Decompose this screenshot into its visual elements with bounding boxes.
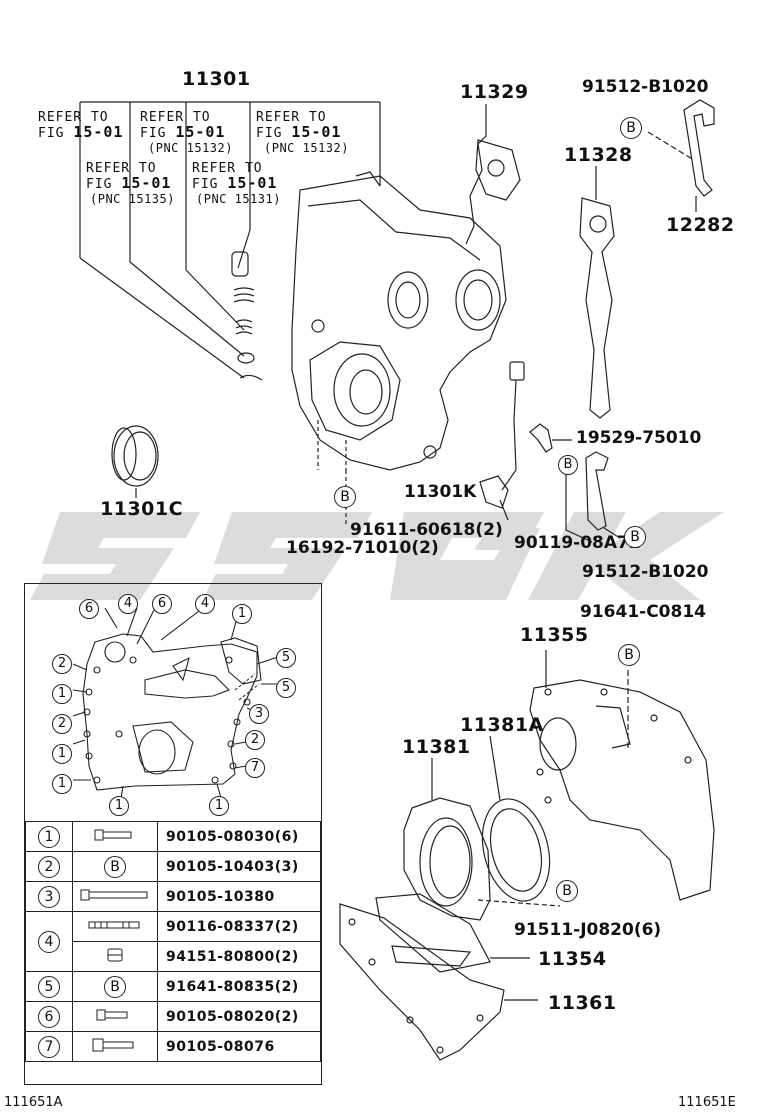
timing-cover-11301 <box>291 171 507 471</box>
part-label-91641: 91641-C0814 <box>580 602 706 622</box>
inset-marker-7: 7 <box>245 758 265 778</box>
seal-retainer-11381 <box>403 758 561 921</box>
short-bolt-icon <box>96 1009 128 1020</box>
inset-marker-1a: 1 <box>232 604 252 624</box>
oil-seal-11381a <box>481 735 551 902</box>
refer-note-5: REFER TO FIG 15-01 (PNC 15131) <box>192 161 281 206</box>
gasket-11328 <box>579 166 615 419</box>
refer-note-3: REFER TO FIG 15-01 (PNC 15132) <box>256 110 349 155</box>
table-row: 7 90105-08076 <box>25 1031 321 1062</box>
row-number: 1 <box>38 825 60 848</box>
part-number: 90116-08337(2) <box>157 911 321 942</box>
part-label-90119: 90119-08A72 <box>514 533 641 553</box>
oil-seal-11301c <box>111 425 159 498</box>
inset-marker-2a: 2 <box>52 654 72 674</box>
inset-marker-4b: 4 <box>195 594 215 614</box>
figure-code-left: 111651A <box>4 1095 63 1110</box>
inset-marker-1e: 1 <box>109 796 129 816</box>
table-row: 94151-80800(2) <box>26 941 321 972</box>
inset-marker-5b: 5 <box>276 678 296 698</box>
inset-marker-6a: 6 <box>79 599 99 619</box>
part-label-91512-top: 91512-B1020 <box>582 77 709 97</box>
inset-marker-1b: 1 <box>52 684 72 704</box>
sensor-parts <box>479 361 621 543</box>
bolt-icon <box>94 829 132 840</box>
part-label-11329: 11329 <box>460 81 529 103</box>
inset-marker-5a: 5 <box>276 648 296 668</box>
bolt-location-inset: 6 4 6 4 1 2 1 2 1 1 5 5 3 2 7 1 1 1 9010… <box>24 583 322 1085</box>
table-row: 6 90105-08020(2) <box>25 1001 321 1032</box>
table-row: 5 B 91641-80835(2) <box>25 971 321 1002</box>
part-number: 94151-80800(2) <box>157 941 321 972</box>
callout-b-2: B <box>334 486 356 508</box>
part-label-91511: 91511-J0820(6) <box>514 920 662 940</box>
part-number: 90105-10380 <box>157 881 321 912</box>
part-label-91611: 91611-60618(2) <box>350 520 503 540</box>
part-label-11381a: 11381A <box>460 714 544 736</box>
table-row: 3 90105-10380 <box>25 881 321 912</box>
row-number: 5 <box>38 975 60 998</box>
long-bolt-icon <box>80 889 148 900</box>
row-number: 4 <box>38 930 60 953</box>
inset-marker-2c: 2 <box>245 730 265 750</box>
part-number: 90105-08020(2) <box>157 1001 321 1032</box>
inset-marker-4a: 4 <box>118 594 138 614</box>
table-row: 1 90105-08030(6) <box>25 821 321 852</box>
callout-b-4: B <box>624 526 646 548</box>
table-row: 2 B 90105-10403(3) <box>25 851 321 882</box>
part-label-19529: 19529-75010 <box>576 428 702 448</box>
inset-marker-6b: 6 <box>152 594 172 614</box>
inset-cover-outline <box>72 607 282 799</box>
figure-code-right: 111651E <box>678 1095 736 1110</box>
part-number: 90105-10403(3) <box>157 851 321 882</box>
flange-bolt-icon <box>92 1038 134 1051</box>
part-label-11301c: 11301C <box>100 498 184 520</box>
row-number: 3 <box>38 885 60 908</box>
callout-b-3: B <box>558 455 578 475</box>
stud-bolt-icon <box>88 921 140 928</box>
plate-11355 <box>529 650 715 901</box>
part-label-11301k: 11301K <box>404 482 477 502</box>
part-label-11354: 11354 <box>538 948 607 970</box>
part-label-11381: 11381 <box>402 736 471 758</box>
part-label-16192: 16192-71010(2) <box>286 538 439 558</box>
nut-icon <box>107 948 123 961</box>
relief-valve-parts <box>231 251 263 381</box>
part-label-91512-bottom: 91512-B1020 <box>582 562 709 582</box>
row-number: 2 <box>38 855 60 878</box>
row-number: 7 <box>38 1035 60 1058</box>
b-mark: B <box>104 855 126 878</box>
inset-marker-1d: 1 <box>52 774 72 794</box>
refer-note-1: REFER TO FIG 15-01 <box>38 110 124 141</box>
oil-pan-11361 <box>339 903 538 1061</box>
part-label-11361: 11361 <box>548 992 617 1014</box>
part-number: 90105-08076 <box>157 1031 321 1062</box>
part-number: 90105-08030(6) <box>157 821 321 852</box>
fastener-table: 1 90105-08030(6) 2 B 90105-10403(3) 3 90… <box>25 821 321 1062</box>
callout-b-5: B <box>618 644 640 666</box>
part-label-11355: 11355 <box>520 624 589 646</box>
gasket-11329 <box>465 104 521 245</box>
refer-note-2: REFER TO FIG 15-01 (PNC 15132) <box>140 110 233 155</box>
part-number: 91641-80835(2) <box>157 971 321 1002</box>
part-label-11328: 11328 <box>564 144 633 166</box>
row-number: 6 <box>38 1005 60 1028</box>
inset-marker-3: 3 <box>249 704 269 724</box>
inset-marker-2b: 2 <box>52 714 72 734</box>
callout-b-6: B <box>556 880 578 902</box>
part-11354 <box>375 893 530 973</box>
table-row: 4 90116-08337(2) <box>25 911 321 972</box>
engine-hanger-12282 <box>647 99 715 212</box>
inset-marker-1c: 1 <box>52 744 72 764</box>
refer-note-4: REFER TO FIG 15-01 (PNC 15135) <box>86 161 175 206</box>
callout-b-1: B <box>620 117 642 139</box>
b-mark: B <box>104 975 126 998</box>
part-label-11301: 11301 <box>182 68 251 90</box>
inset-marker-1f: 1 <box>209 796 229 816</box>
part-label-12282: 12282 <box>666 214 735 236</box>
